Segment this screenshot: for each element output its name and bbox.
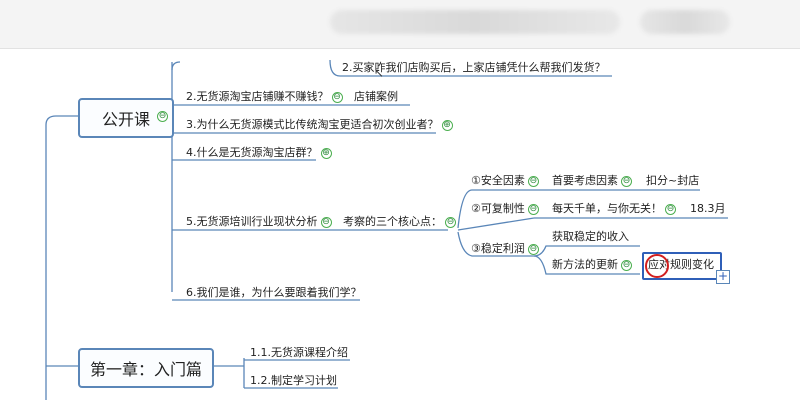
node-replicable-date[interactable]: 18.3月: [690, 202, 726, 216]
node-q2-buyer-label: 2.买家咋我们店购买后，上家店铺凭什么帮我们发货？: [342, 61, 606, 74]
node-stable-new[interactable]: 新方法的更新⊖: [552, 258, 632, 272]
toolbar: [0, 0, 800, 49]
collapse-icon[interactable]: ⊖: [621, 175, 632, 187]
node-replicable-daily[interactable]: 每天千单，与你无关！⊖: [552, 202, 676, 216]
node-q2[interactable]: 2.无货源淘宝店铺赚不赚钱？⊖: [186, 90, 343, 104]
add-icon[interactable]: +: [716, 269, 730, 284]
node-ch1-item1[interactable]: 1.1.无货源课程介绍: [250, 346, 348, 360]
toolbar-blurred-area-right: [640, 10, 730, 34]
expand-icon[interactable]: ⊕: [441, 119, 453, 131]
node-q4-label: 4.什么是无货源淘宝店群？: [186, 146, 318, 159]
node-q6-label: 6.我们是谁，为什么要跟着我们学？: [186, 286, 362, 299]
node-replicable[interactable]: ②可复制性⊖: [471, 202, 539, 216]
node-q3[interactable]: 3.为什么无货源模式比传统淘宝更适合初次创业者？⊕: [186, 118, 453, 132]
node-replicable-daily-label: 每天千单，与你无关！: [552, 202, 662, 215]
branch-chapter-1[interactable]: 第一章：入门篇: [78, 348, 214, 388]
node-ch1-item2-label: 1.2.制定学习计划: [250, 374, 337, 387]
node-q5-core[interactable]: 考察的三个核心点：⊖: [343, 215, 456, 229]
node-q2-case[interactable]: 店铺案例: [354, 90, 398, 104]
node-stable[interactable]: ③稳定利润⊖: [471, 242, 539, 256]
collapse-icon[interactable]: ⊖: [157, 111, 168, 122]
collapse-icon[interactable]: ⊖: [665, 203, 676, 215]
collapse-icon[interactable]: ⊖: [527, 175, 539, 187]
node-safety-first-label: 首要考虑因素: [552, 174, 618, 187]
node-q4[interactable]: 4.什么是无货源淘宝店群？⊕: [186, 146, 332, 160]
node-safety-result-label: 扣分~封店: [646, 174, 700, 187]
expand-icon[interactable]: ⊕: [320, 147, 332, 159]
node-q5-core-label: 考察的三个核心点：: [343, 215, 442, 228]
collapse-icon[interactable]: ⊖: [320, 216, 332, 228]
node-ch1-item1-label: 1.1.无货源课程介绍: [250, 346, 348, 359]
node-stable-income-label: 获取稳定的收入: [552, 230, 629, 243]
node-ch1-item2[interactable]: 1.2.制定学习计划: [250, 374, 337, 388]
cursor-icon: ↖: [374, 66, 385, 80]
node-q2-case-label: 店铺案例: [354, 90, 398, 103]
node-q2-buyer[interactable]: 2.买家咋我们店购买后，上家店铺凭什么帮我们发货？: [342, 61, 606, 75]
node-replicable-date-label: 18.3月: [690, 202, 726, 215]
node-safety[interactable]: ①安全因素⊖: [471, 174, 539, 188]
node-safety-first[interactable]: 首要考虑因素⊖: [552, 174, 632, 188]
node-safety-label: ①安全因素: [471, 174, 525, 187]
collapse-icon[interactable]: ⊖: [527, 243, 539, 255]
collapse-icon[interactable]: ⊖: [445, 216, 456, 228]
node-replicable-label: ②可复制性: [471, 202, 525, 215]
node-stable-income[interactable]: 获取稳定的收入: [552, 230, 629, 244]
toolbar-blurred-area: [330, 10, 620, 34]
collapse-icon[interactable]: ⊖: [621, 259, 632, 271]
node-q5[interactable]: 5.无货源培训行业现状分析⊖: [186, 215, 332, 229]
node-q2-label: 2.无货源淘宝店铺赚不赚钱？: [186, 90, 329, 103]
node-stable-label: ③稳定利润: [471, 242, 525, 255]
branch-chapter-1-label: 第一章：入门篇: [89, 360, 202, 379]
node-q3-label: 3.为什么无货源模式比传统淘宝更适合初次创业者？: [186, 118, 439, 131]
selected-node-frame[interactable]: [642, 252, 722, 280]
red-circle-annotation: [645, 254, 669, 278]
node-q6[interactable]: 6.我们是谁，为什么要跟着我们学？: [186, 286, 362, 300]
collapse-icon[interactable]: ⊖: [331, 91, 343, 103]
node-safety-result[interactable]: 扣分~封店: [646, 174, 699, 188]
node-stable-new-label: 新方法的更新: [552, 258, 618, 271]
branch-public-course-label: 公开课: [101, 110, 150, 129]
node-q5-label: 5.无货源培训行业现状分析: [186, 215, 318, 228]
collapse-icon[interactable]: ⊖: [527, 203, 539, 215]
